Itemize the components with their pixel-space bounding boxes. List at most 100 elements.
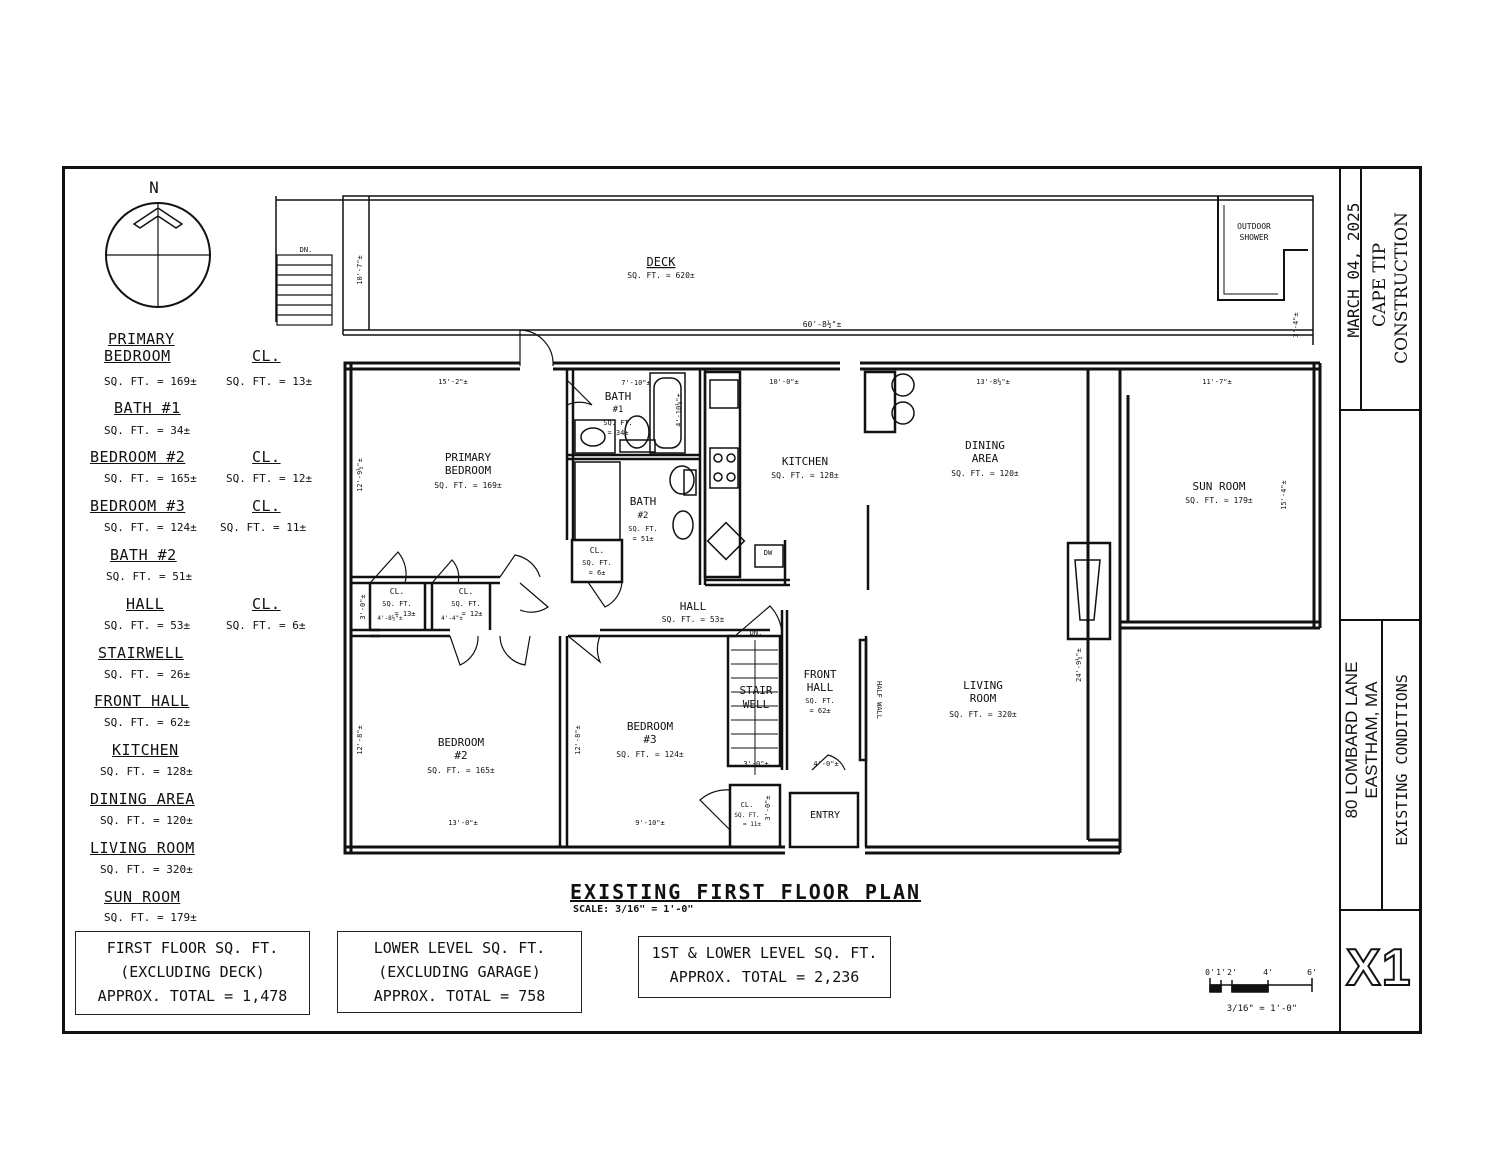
cl-dim: 3'-0"± [764, 795, 772, 820]
legend-sunroom-name: SUN ROOM [104, 888, 181, 906]
legend-bed3-cl-name: CL. [252, 497, 281, 515]
legend-bath2-name: BATH #2 [110, 546, 177, 564]
bed3-side-dim: 12'-8"± [574, 725, 582, 755]
legend-stairwell-value: SQ. FT. = 26± [104, 668, 191, 681]
dishwasher-label: DW [764, 549, 773, 557]
lower-level-total-line3: APPROX. TOTAL = 758 [373, 987, 546, 1005]
combined-total-line2: APPROX. TOTAL = 2,236 [669, 968, 860, 986]
bath2-line2: #2 [638, 511, 649, 521]
legend-fronthall-name: FRONT HALL [94, 692, 190, 710]
cl-primary-dim: 4'-8½"± [377, 615, 403, 622]
legend-kitchen-value: SQ. FT. = 128± [100, 765, 193, 778]
outdoor-shower-enclosure [1217, 196, 1308, 301]
deck-right-dim: 3'-4"± [1292, 312, 1300, 337]
bedroom3-area: SQ. FT. = 124± [616, 750, 684, 759]
legend-primary-cl-name: CL. [252, 347, 281, 365]
dining-top-dim: 13'-8½"± [976, 378, 1010, 386]
sun-top-dim: 11'-7"± [1202, 378, 1232, 386]
legend-dining-name: DINING AREA [90, 790, 195, 808]
hall-name: HALL [680, 600, 707, 613]
deck-length-dim: 60'-8½"± [803, 319, 842, 329]
exterior-walls [343, 361, 1322, 855]
bedroom2-line1: BEDROOM [438, 736, 485, 749]
legend-hall-value: SQ. FT. = 53± [104, 619, 191, 632]
kitchen-appliances [706, 373, 915, 568]
plan-title: EXISTING FIRST FLOOR PLAN [570, 880, 922, 904]
dining-line1: DINING [965, 439, 1005, 452]
cl-primary-area: SQ. FT. [382, 600, 412, 608]
legend-hall-cl-name: CL. [252, 595, 281, 613]
combined-total-box: 1ST & LOWER LEVEL SQ. FT. APPROX. TOTAL … [638, 936, 891, 998]
primary-bedroom-line2: BEDROOM [445, 464, 492, 477]
cl-bed3-area: SQ. FT. [734, 812, 759, 819]
cl-bed3-area2: = 11± [743, 821, 761, 828]
deck-name: DECK [647, 255, 677, 269]
legend-stairwell-name: STAIRWELL [98, 644, 184, 662]
deck-depth-dim: 10'-7"± [356, 255, 364, 285]
bath1-top-dim: 7'-10"± [621, 379, 651, 387]
legend-bed3-name: BEDROOM #3 [90, 497, 186, 515]
legend-dining-value: SQ. FT. = 120± [100, 814, 193, 827]
primary-top-dim: 15'-2"± [438, 378, 468, 386]
hall-cl-dim: 3'-0"± [359, 594, 367, 619]
legend-bed3-value: SQ. FT. = 124± [104, 521, 197, 534]
legend-bath1-value: SQ. FT. = 34± [104, 424, 191, 437]
cl-primary-area2: = 13± [394, 610, 415, 618]
sheet-number: X1 [1345, 938, 1412, 998]
bedroom2-line2: #2 [454, 749, 467, 762]
bath1-area2: = 34± [607, 429, 628, 437]
primary-bedroom-line1: PRIMARY [445, 451, 492, 464]
legend-hall-cl-value: SQ. FT. = 6± [226, 619, 306, 632]
legend-bed2-cl-name: CL. [252, 448, 281, 466]
front-hall-area2: = 62± [809, 707, 830, 715]
bath1-line2: #1 [613, 405, 624, 415]
deck-outline [275, 195, 1314, 345]
legend-sunroom-value: SQ. FT. = 179± [104, 911, 197, 924]
outdoor-shower-line2: SHOWER [1240, 233, 1269, 242]
drawing-sheet-border [62, 166, 1422, 1034]
front-hall-line1: FRONT [803, 668, 836, 681]
deck-stairs [276, 254, 333, 326]
legend-primary-value: SQ. FT. = 169± [104, 375, 197, 388]
cl-bed2-area2: = 12± [461, 610, 482, 618]
scale-tick-6: 6' [1307, 968, 1317, 977]
bath2-area2: = 51± [632, 535, 653, 543]
first-floor-total-line3: APPROX. TOTAL = 1,478 [97, 987, 288, 1005]
bedroom3-line2: #3 [643, 733, 656, 746]
primary-bedroom-area: SQ. FT. = 169± [434, 481, 502, 490]
living-room-area: SQ. FT. = 320± [949, 710, 1017, 719]
kitchen-area: SQ. FT. = 128± [771, 471, 839, 480]
lower-level-total-line1: LOWER LEVEL SQ. FT. [373, 939, 546, 957]
door-swings [369, 329, 846, 831]
legend-bath2-value: SQ. FT. = 51± [106, 570, 193, 583]
legend-bed2-cl-value: SQ. FT. = 12± [226, 472, 313, 485]
sun-room-name: SUN ROOM [1193, 480, 1246, 493]
legend-bed2-value: SQ. FT. = 165± [104, 472, 197, 485]
stair-well-line1: STAIR [739, 684, 772, 697]
lower-level-total-line2: (EXCLUDING GARAGE) [378, 963, 541, 981]
cl-primary-name: CL. [390, 587, 404, 596]
stair-well-line2: WELL [743, 698, 770, 711]
front-hall-line2: HALL [807, 681, 834, 694]
bath1-line1: BATH [605, 390, 632, 403]
legend-bath1-name: BATH #1 [114, 399, 181, 417]
bath-side-dim: 4'-10½"± [675, 393, 683, 427]
legend-hall-name: HALL [126, 595, 165, 613]
cl-bed3-name: CL. [741, 801, 754, 809]
bed2-side-dim: 12'-8"± [356, 725, 364, 755]
stair-bottom-dim: 3'-0"± [743, 760, 768, 768]
primary-side-dim: 12'-9½"± [356, 458, 364, 492]
scale-tick-0: 0' [1205, 968, 1215, 977]
cl-bath2-area2: = 6± [589, 569, 606, 577]
cl-bed2-area: SQ. FT. [451, 600, 481, 608]
first-floor-total-box: FIRST FLOOR SQ. FT. (EXCLUDING DECK) APP… [75, 931, 310, 1015]
dining-line2: AREA [972, 452, 999, 465]
living-room-line2: ROOM [970, 692, 997, 705]
kitchen-name: KITCHEN [782, 455, 828, 468]
outdoor-shower-line1: OUTDOOR [1237, 222, 1271, 231]
entry-name: ENTRY [810, 810, 840, 821]
bed3-bottom-dim: 9'-10"± [635, 819, 665, 827]
legend-primary-name2: BEDROOM [104, 347, 171, 365]
bath2-line1: BATH [630, 495, 657, 508]
half-wall-label: HALF WALL [875, 681, 883, 719]
